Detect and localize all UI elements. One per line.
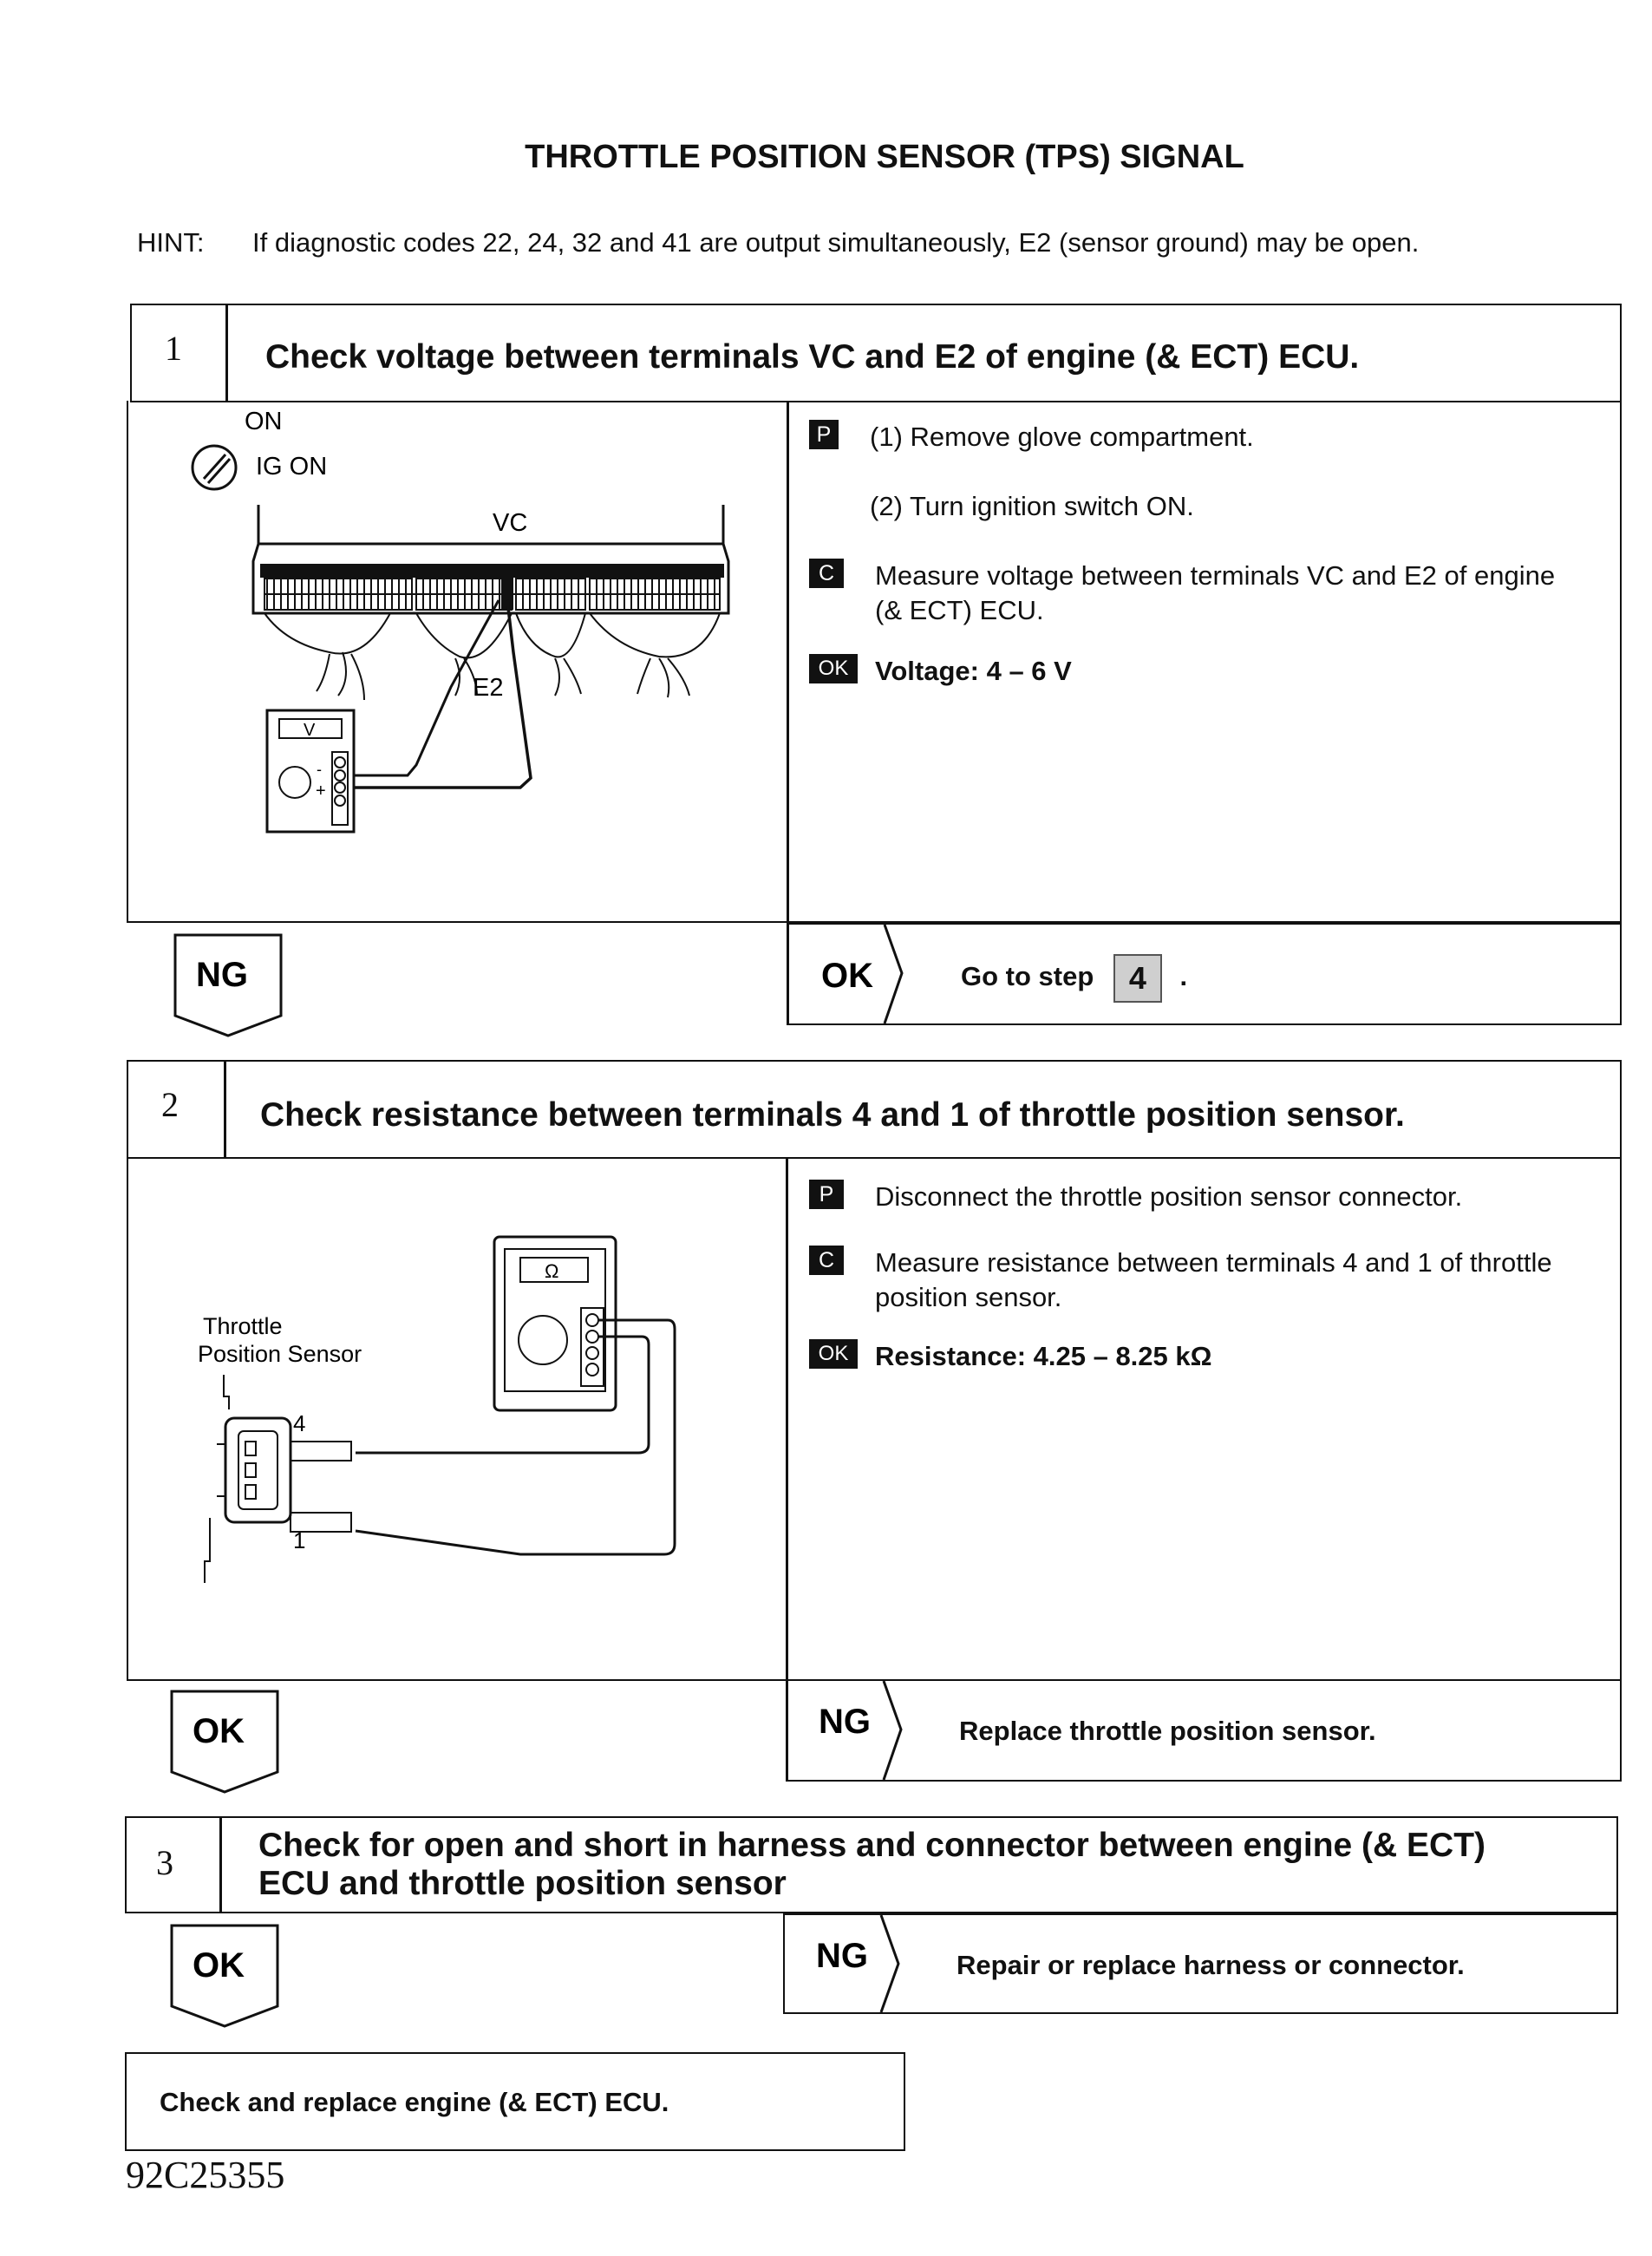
step2-title: Check resistance between terminals 4 and… <box>260 1096 1405 1134</box>
step1-ok-action: Go to step 4 . <box>961 954 1187 1003</box>
step1-ng-label: NG <box>196 956 248 994</box>
ohmmeter-lead-1 <box>355 1318 676 1556</box>
voltmeter-minus: - <box>317 761 322 778</box>
step2-instructions: P Disconnect the throttle position senso… <box>809 1180 1603 1374</box>
sensor-label-1: Throttle <box>203 1313 283 1339</box>
page-title: THROTTLE POSITION SENSOR (TPS) SIGNAL <box>525 139 1244 175</box>
step2-down-arrow: OK <box>170 1690 279 1794</box>
step2-header <box>127 1060 1622 1159</box>
step3-title-line1: Check for open and short in harness and … <box>258 1827 1486 1864</box>
hint: HINT: If diagnostic codes 22, 24, 32 and … <box>137 227 1419 258</box>
step1-body <box>127 401 1622 923</box>
step-4-link[interactable]: 4 <box>1113 954 1162 1003</box>
ignition-key-icon <box>191 444 238 491</box>
vc-label: VC <box>493 509 527 537</box>
ohmmeter-lead-4 <box>356 1335 650 1455</box>
pin-1-label: 1 <box>293 1527 305 1553</box>
ohmmeter-label: Ω <box>545 1260 558 1282</box>
tps-connector-icon <box>224 1416 292 1524</box>
ecu-voltage-diagram: ON IG ON VC E2 V - + <box>191 408 730 834</box>
instruction-text: Measure resistance between terminals 4 a… <box>875 1247 1552 1312</box>
instruction-row: (2) Turn ignition switch ON. <box>809 489 1590 524</box>
pin-4-label: 4 <box>293 1410 305 1436</box>
voltmeter-icon <box>265 709 356 834</box>
step2-ng-chevron: NG <box>819 1680 903 1781</box>
voltmeter-label: V <box>304 721 316 740</box>
step2-number: 2 <box>161 1085 179 1124</box>
spec-text: Voltage: 4 – 6 V <box>875 656 1072 686</box>
instruction-row: P Disconnect the throttle position senso… <box>809 1180 1603 1214</box>
step2-ng-action: Replace throttle position sensor. <box>959 1716 1376 1746</box>
instruction-text: (2) Turn ignition switch ON. <box>870 491 1194 521</box>
negative-test-lead <box>353 599 500 777</box>
step2-ng-box <box>786 1679 1622 1782</box>
step3-ok-label: OK <box>193 1946 245 1985</box>
step1-number: 1 <box>165 329 182 368</box>
instruction-row: OK Resistance: 4.25 – 8.25 kΩ <box>809 1339 1603 1374</box>
ohmmeter-icon <box>493 1235 617 1412</box>
step3-header <box>125 1816 1618 1913</box>
spec-text: Resistance: 4.25 – 8.25 kΩ <box>875 1341 1212 1371</box>
step3-title: Check for open and short in harness and … <box>258 1827 1485 1903</box>
final-action-box <box>125 2052 905 2151</box>
go-to-step-text: Go to step <box>961 961 1094 992</box>
instruction-row: OK Voltage: 4 – 6 V <box>809 654 1590 689</box>
ig-on-label: IG ON <box>256 453 327 481</box>
step1-title: Check voltage between terminals VC and E… <box>265 338 1360 376</box>
step3-ng-label: NG <box>816 1937 868 1975</box>
step3-ng-chevron: NG <box>816 1914 900 2013</box>
badge-c: C <box>809 559 844 588</box>
badge-p: P <box>809 1180 844 1209</box>
vc-terminal-marker <box>501 570 513 610</box>
instruction-row: C Measure resistance between terminals 4… <box>809 1246 1603 1315</box>
connector-top-rail <box>260 564 724 578</box>
instruction-text: Measure voltage between terminals VC and… <box>875 560 1556 625</box>
hint-label: HINT: <box>137 227 205 258</box>
step3-ng-action: Repair or replace harness or connector. <box>957 1950 1465 1980</box>
step1-ok-box <box>787 923 1622 1025</box>
step1-header <box>130 304 1622 402</box>
step2-ng-label: NG <box>819 1703 871 1741</box>
sensor-label-2: Position Sensor <box>198 1341 362 1367</box>
instruction-text: Disconnect the throttle position sensor … <box>875 1181 1463 1212</box>
connector-pin-rows <box>264 578 721 611</box>
badge-p: P <box>809 420 839 449</box>
wire-harness-bundles <box>264 612 721 701</box>
step1-ok-label: OK <box>821 957 873 995</box>
step3-ng-box <box>783 1913 1618 2014</box>
positive-test-lead <box>353 599 532 789</box>
figure-code: 92C25355 <box>126 2154 285 2196</box>
tps-resistance-diagram: Throttle Position Sensor Ω 4 1 <box>198 1235 676 1583</box>
step2-ok-label: OK <box>193 1712 245 1750</box>
on-label: ON <box>245 408 283 435</box>
step1-ok-chevron: OK <box>821 924 904 1024</box>
instruction-row: P (1) Remove glove compartment. <box>809 420 1590 454</box>
instruction-text: (1) Remove glove compartment. <box>870 422 1254 452</box>
badge-ok: OK <box>809 654 858 683</box>
final-action-text: Check and replace engine (& ECT) ECU. <box>160 2087 669 2117</box>
voltmeter-plus: + <box>316 781 326 801</box>
step3-down-arrow: OK <box>170 1924 279 2028</box>
badge-c: C <box>809 1246 844 1275</box>
hint-text: If diagnostic codes 22, 24, 32 and 41 ar… <box>252 227 1420 258</box>
step3-number: 3 <box>156 1843 173 1882</box>
step3-title-line2: ECU and throttle position sensor <box>258 1865 787 1902</box>
badge-ok: OK <box>809 1339 858 1369</box>
step1-instructions: P (1) Remove glove compartment. (2) Turn… <box>809 420 1590 689</box>
step1-down-arrow: NG <box>173 933 283 1037</box>
e2-label: E2 <box>473 674 503 702</box>
instruction-row: C Measure voltage between terminals VC a… <box>809 559 1590 628</box>
